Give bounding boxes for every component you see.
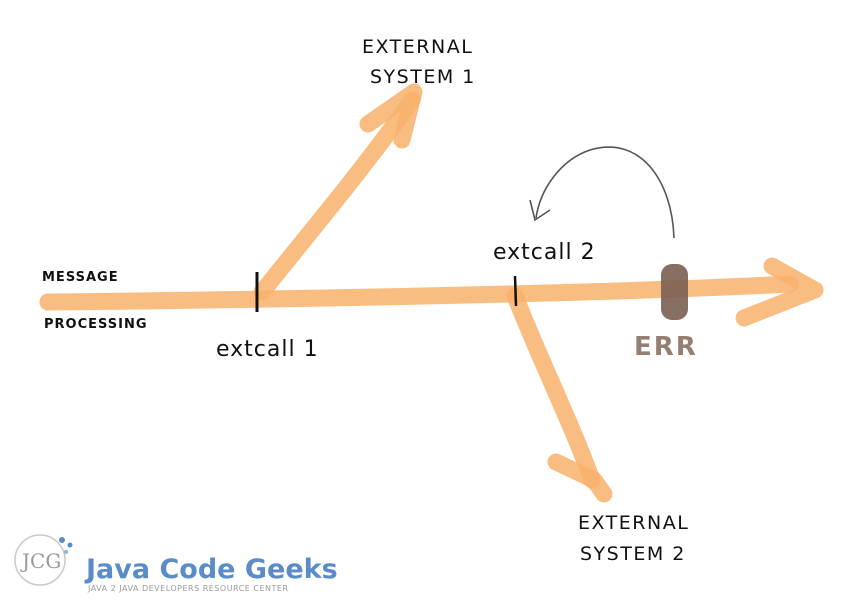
system1-label-line1: EXTERNAL <box>362 36 473 58</box>
logo-subtitle: JAVA 2 JAVA DEVELOPERS RESOURCE CENTER <box>87 584 289 593</box>
logo-circle <box>14 534 66 586</box>
logo-dot <box>59 537 65 543</box>
logo-initials: JCG <box>20 549 61 573</box>
call1-label: extcall 1 <box>216 337 319 362</box>
retry-curve <box>535 146 675 239</box>
call2-label: extcall 2 <box>493 240 596 265</box>
branch-to-system1 <box>253 91 421 301</box>
logo: JCG Java Code Geeks JAVA 2 JAVA DEVELOPE… <box>14 534 338 593</box>
system2-label-line2: SYSTEM 2 <box>580 543 686 565</box>
main-flow-line <box>39 275 799 311</box>
logo-title: Java Code Geeks <box>84 554 338 585</box>
main-line-label-bottom: PROCESSING <box>44 317 148 332</box>
call2-marker <box>513 275 518 307</box>
error-label: ERR <box>634 332 698 362</box>
system2-label-line1: EXTERNAL <box>578 512 689 534</box>
branch-to-system2 <box>506 287 601 489</box>
branch-system1-arrowhead <box>359 83 423 149</box>
branch-system2-arrowhead <box>547 453 613 503</box>
logo-dot <box>64 550 68 554</box>
main-line-label-top: MESSAGE <box>42 270 119 285</box>
main-flow-arrowhead <box>735 257 824 327</box>
logo-dot <box>67 542 73 548</box>
retry-arrowhead <box>529 199 551 222</box>
system1-label-line2: SYSTEM 1 <box>370 66 476 88</box>
error-marker <box>661 264 688 320</box>
